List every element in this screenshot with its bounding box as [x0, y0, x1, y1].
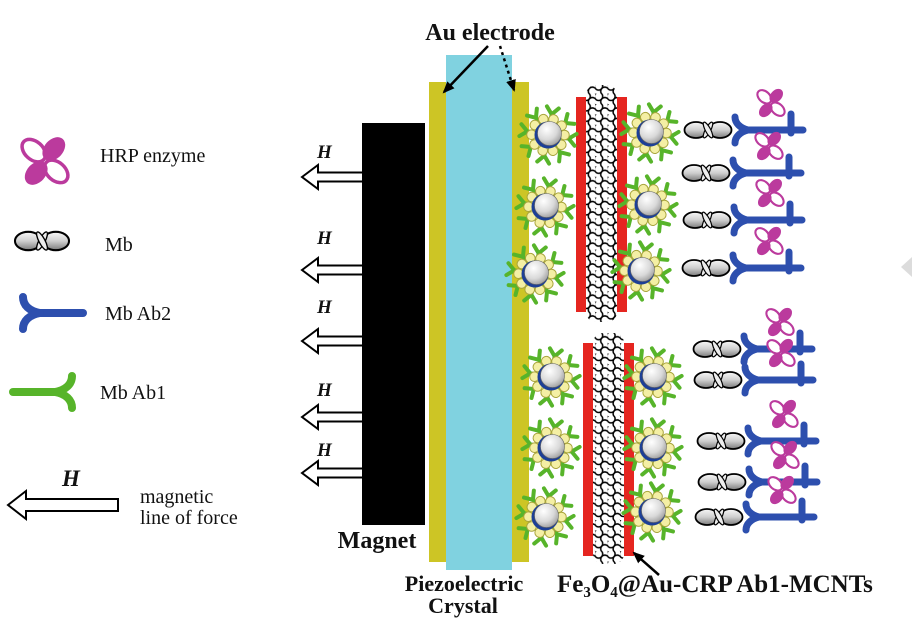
red-bar-left — [576, 97, 586, 312]
magnetic-field-arrow — [301, 164, 364, 190]
h-field-label: H — [316, 440, 333, 461]
red-bar-left — [583, 343, 593, 556]
magnetic-field-arrow — [301, 257, 364, 283]
edge-fragment — [901, 257, 912, 277]
legend-label-hrp: HRP enzyme — [100, 145, 205, 167]
magnetic-bead-probe — [516, 488, 573, 545]
mcnt-assembly-bottom — [583, 333, 634, 564]
legend-caption-line2: line of force — [140, 507, 238, 529]
magnetic-bead-probe — [522, 348, 579, 405]
magnetic-field-arrow — [301, 328, 364, 354]
magnet-body — [362, 123, 425, 525]
h-field-label: H — [316, 142, 333, 163]
carbon-nanotube — [586, 85, 617, 322]
mb-ab2-icon — [19, 293, 87, 333]
au-electrode-pointer-left — [442, 45, 489, 94]
magnetic-bead-probe — [619, 176, 676, 233]
mcnt-label: Fe₃O₄@Au-CRP Ab1-MCNTs — [557, 571, 873, 598]
mb-icon — [13, 229, 71, 253]
mb-ab2-hrp-complex — [685, 86, 804, 143]
magnetic-bead-probe — [516, 178, 573, 235]
h-field-label: H — [316, 297, 333, 318]
magnetic-bead-probe — [624, 419, 681, 476]
hrp-enzyme-icon — [15, 130, 75, 192]
piezo-label-line2: Crystal — [428, 593, 498, 618]
mcnt-assembly-top — [576, 85, 627, 322]
magnetic-field-labels: H H H H H — [316, 142, 333, 461]
mb-ab2-hrp-complex — [694, 305, 813, 362]
legend-label-mb-ab1: Mb Ab1 — [100, 382, 166, 404]
magnetic-bead-probe — [624, 348, 681, 405]
legend-caption-line1: magnetic — [140, 486, 213, 508]
legend-h-symbol: H — [61, 466, 81, 491]
magnetic-bead-probe — [519, 106, 576, 163]
mb-ab1-icon — [9, 372, 76, 412]
mb-ab2-hrp-complex — [683, 224, 802, 281]
au-electrode-label: Au electrode — [425, 20, 555, 46]
magnet-label: Magnet — [338, 528, 417, 554]
magnetic-bead-probe — [623, 483, 680, 540]
sensor-stack — [362, 55, 529, 570]
magnetic-bead-probe — [621, 104, 678, 161]
magnetic-bead-probe — [522, 419, 579, 476]
piezo-label-line1: Piezoelectric — [405, 571, 524, 596]
carbon-nanotube — [593, 333, 624, 564]
magnetic-field-arrow — [301, 460, 364, 486]
piezoelectric-crystal — [446, 55, 512, 570]
h-field-label: H — [316, 380, 333, 401]
magnetic-field-arrow — [301, 404, 364, 430]
magnetic-bead-probe — [612, 242, 669, 299]
legend-field-arrow — [6, 488, 119, 522]
au-electrode-left — [429, 82, 446, 562]
au-electrode-right — [512, 82, 529, 562]
magnetic-bead-probe — [506, 245, 563, 302]
mcnt-pointer-arrow — [632, 551, 660, 576]
au-electrode-pointer-right — [498, 45, 516, 92]
mb-ab2-hrp-complex — [698, 397, 817, 454]
legend: HRP enzyme Mb Mb Ab2 Mb Ab1 H magnetic l… — [6, 130, 238, 529]
mb-ab2-hrp-complex — [684, 176, 803, 233]
h-field-label: H — [316, 228, 333, 249]
legend-label-mb-ab2: Mb Ab2 — [105, 303, 171, 325]
red-bar-right — [624, 343, 634, 556]
legend-label-mb: Mb — [105, 234, 133, 256]
